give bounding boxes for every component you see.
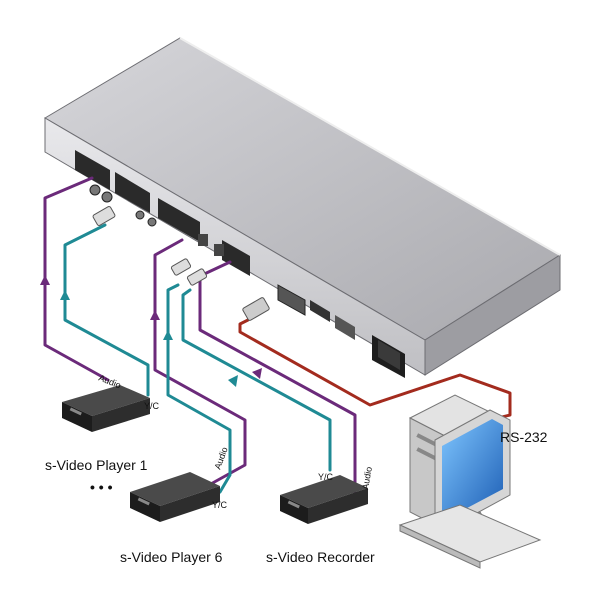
label-yc-player1: Y/C [144,401,160,411]
audio-cable-player6 [153,238,247,492]
power-inlet [372,335,405,378]
label-yc-recorder: Y/C [318,472,334,482]
audio-cable-recorder [198,260,357,497]
label-ellipsis: • • • [90,479,113,495]
connector-blocks [75,150,250,276]
switcher-chassis [44,37,561,376]
video-recorder [280,475,368,524]
label-audio-recorder: Audio [360,466,374,490]
audio-cable-player1 [43,176,110,382]
cable-plugs [92,206,270,321]
label-audio-player6: Audio [212,446,229,471]
cables [43,176,512,497]
computer [398,394,542,569]
keyboard [398,504,542,569]
video-player-6 [130,472,220,522]
video-cable-player6 [166,283,232,494]
video-cable-recorder [181,288,332,472]
video-cable-player1 [63,223,150,397]
label-yc-player6: Y/C [212,500,228,510]
label-player6: s-Video Player 6 [120,549,223,565]
label-player1: s-Video Player 1 [45,457,148,473]
label-rs232: RS-232 [500,429,548,445]
signal-arrows [40,275,262,387]
rs232-port [277,284,355,340]
rs232-cable [238,318,512,422]
label-recorder: s-Video Recorder [266,549,375,565]
video-player-1 [62,385,150,432]
label-audio-player1: Audio [97,373,122,391]
